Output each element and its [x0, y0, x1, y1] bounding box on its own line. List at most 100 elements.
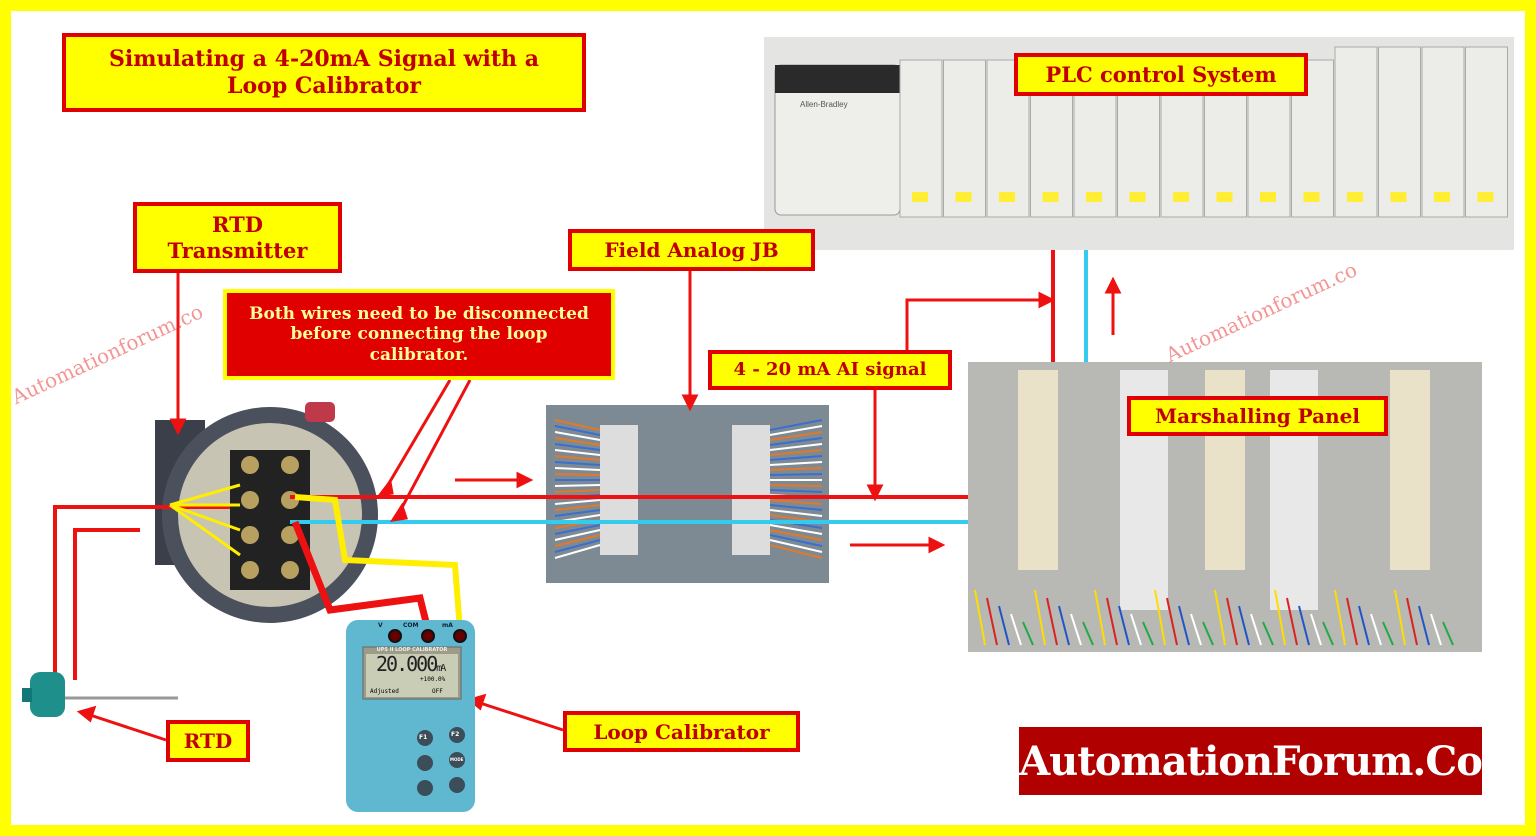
reading-value: 20.000: [376, 652, 438, 676]
marshalling-wire: [1286, 597, 1298, 646]
marshalling-wire: [1418, 605, 1430, 646]
plc-module: [1378, 46, 1421, 218]
jb-wire: [554, 473, 601, 476]
disconnect-note: Both wires need to be disconnected befor…: [223, 289, 615, 380]
jb-wire: [554, 419, 601, 431]
marshalling-wire: [1130, 613, 1142, 646]
marshalling-wire: [1442, 621, 1454, 646]
jb-wire: [769, 467, 823, 471]
marshalling-wire: [1262, 621, 1274, 646]
plc-module-tag: [1173, 192, 1189, 202]
plc-module-tag: [1434, 192, 1450, 202]
marshalling-wire: [1058, 605, 1070, 646]
field-jb-image: [546, 405, 829, 583]
marshalling-wire: [1250, 613, 1262, 646]
jb-wire: [769, 461, 823, 466]
plc-module: [1421, 46, 1465, 218]
jb-wire: [554, 509, 601, 517]
plc-module-tag: [1129, 192, 1146, 202]
marshalling-wire: [1430, 613, 1442, 646]
marshalling-wire: [998, 605, 1010, 646]
jb-wire: [554, 455, 601, 461]
plc-module-tag: [1260, 192, 1276, 202]
jb-wire: [769, 425, 823, 436]
terminal-screw: [241, 526, 259, 544]
jb-wire: [554, 544, 601, 559]
marshalling-wire: [974, 589, 986, 646]
terminal-com-label: COM: [403, 622, 419, 629]
marshalling-wire: [1070, 613, 1082, 646]
f1-button: F1: [419, 734, 428, 741]
marshalling-wire: [1142, 621, 1154, 646]
jb-wire: [769, 449, 823, 456]
jb-wire: [769, 504, 823, 511]
terminal-screw: [241, 491, 259, 509]
jb-wire: [769, 419, 823, 431]
reading-unit: mA: [436, 663, 446, 674]
jb-wire: [554, 539, 601, 553]
jb-wire: [554, 467, 601, 471]
rtd-label: RTD: [166, 720, 250, 762]
jb-wire: [769, 489, 823, 493]
plc-module-tag: [912, 192, 928, 202]
automationforum-logo: AutomationForum.Co: [1019, 727, 1483, 795]
plc-module-tag: [1477, 192, 1494, 202]
jb-wire: [769, 524, 823, 535]
calibrator-header: UPS II LOOP CALIBRATOR: [376, 647, 448, 653]
mode-button: MODE: [450, 757, 464, 762]
loop-calibrator-image: [346, 620, 475, 812]
jb-wire: [769, 437, 823, 446]
jb-wire: [769, 529, 823, 541]
marshalling-wire: [1382, 621, 1394, 646]
terminal-screw: [241, 561, 259, 579]
marshalling-wire: [1394, 589, 1406, 646]
marshalling-wire: [1190, 613, 1202, 646]
terminal-screw: [281, 526, 299, 544]
marshalling-wire: [1022, 621, 1034, 646]
marshalling-wire: [1226, 597, 1238, 646]
marshalling-wire: [1322, 621, 1334, 646]
marshalling-wire: [1346, 597, 1358, 646]
marshalling-wire: [1166, 597, 1178, 646]
jb-wire: [769, 534, 823, 547]
jb-wire: [769, 455, 823, 461]
softkey-f1-label: Adjusted: [370, 688, 399, 695]
terminal-screw: [281, 456, 299, 474]
field-jb-label: Field Analog JB: [568, 229, 815, 271]
marshalling-wire: [1010, 613, 1022, 646]
f2-button: F2: [451, 731, 460, 738]
plc-module-tag: [1086, 192, 1102, 202]
jb-wire: [554, 443, 601, 451]
calibrator-reading: 20.000mA: [376, 652, 446, 676]
jb-wire: [769, 509, 823, 517]
marshalling-wire: [1370, 613, 1382, 646]
marshalling-wire: [1154, 589, 1166, 646]
jb-wire: [554, 449, 601, 456]
marshalling-wire: [1214, 589, 1226, 646]
marshalling-wire: [1274, 589, 1286, 646]
marshalling-wire: [1358, 605, 1370, 646]
calibrator-percent: +100.0%: [420, 676, 446, 683]
jb-wire: [554, 499, 601, 505]
plc-label: PLC control System: [1014, 53, 1308, 96]
marshalling-wire: [1298, 605, 1310, 646]
jb-wire: [554, 489, 601, 493]
marshalling-wire: [1118, 605, 1130, 646]
marshalling-wire: [1106, 597, 1118, 646]
rtd-sensor-image: [22, 672, 178, 717]
marshalling-wire: [1034, 589, 1046, 646]
jb-wire: [769, 473, 823, 476]
marshalling-wire: [1178, 605, 1190, 646]
jb-wire: [554, 431, 601, 441]
jb-wire: [554, 425, 601, 436]
plc-module-tag: [1390, 192, 1407, 202]
ai-signal-label: 4 - 20 mA AI signal: [708, 350, 952, 390]
rtd-transmitter-image: [155, 402, 378, 623]
terminal-v-label: V: [378, 622, 383, 629]
plc-module-tag: [1216, 192, 1233, 202]
jb-wire: [769, 499, 823, 505]
plc-module: [899, 59, 943, 218]
jb-wire: [769, 544, 823, 559]
terminal-screw: [241, 456, 259, 474]
